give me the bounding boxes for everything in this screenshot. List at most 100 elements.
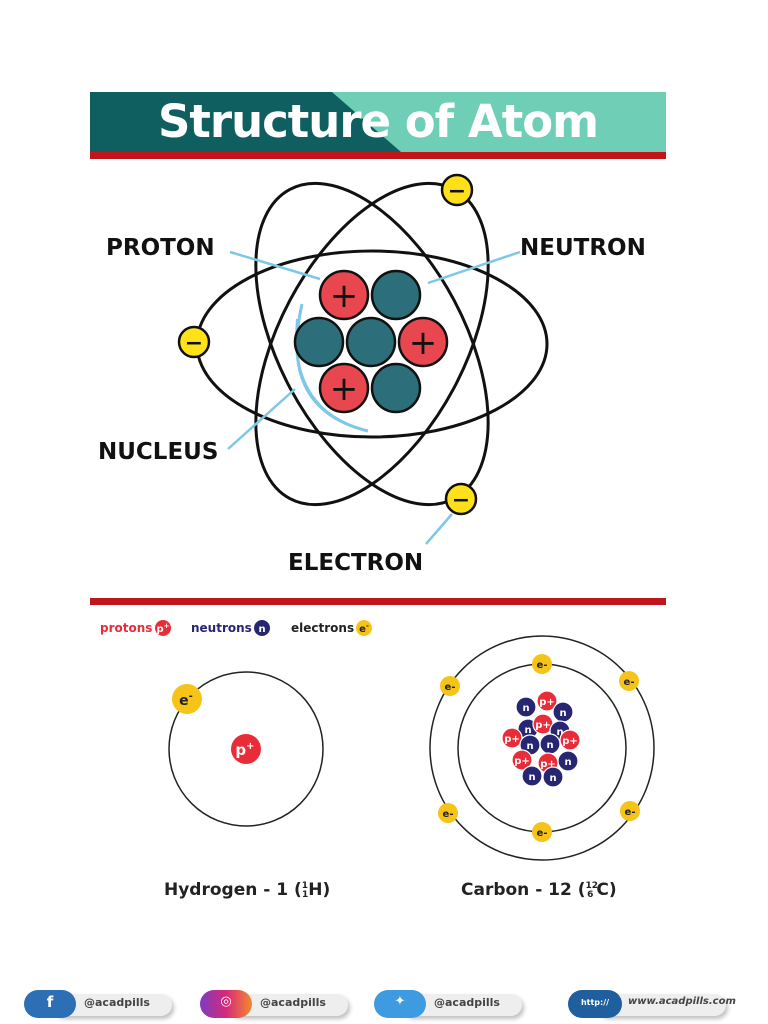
- facebook-link[interactable]: f @acadpills: [24, 990, 194, 1020]
- atom-structure-diagram: + + + − − − PROTON NEUTRON NUCLEUS ELECT…: [98, 173, 646, 576]
- carbon-proton: [511, 749, 533, 771]
- carbon-proton-symbol: p+: [539, 697, 555, 708]
- carbon-neutron-symbol: n: [549, 773, 556, 784]
- legend-electron-dot: [356, 620, 372, 636]
- hydrogen-orbit: [168, 671, 324, 827]
- carbon-electron: [532, 822, 552, 842]
- legend-proton-dot: [155, 620, 171, 636]
- nucleus-arc: [295, 303, 369, 433]
- neutron-particle: [293, 316, 345, 368]
- divider-bottom: [90, 598, 666, 605]
- carbon-electron-symbol: e-: [624, 677, 635, 688]
- legend-proton-symbol: p+: [156, 622, 169, 635]
- carbon-neutron: [515, 696, 537, 718]
- neutron-particle: [370, 269, 422, 321]
- website-badge: http://: [568, 990, 622, 1018]
- electron-minus: −: [452, 488, 470, 513]
- carbon-neutron-symbol: n: [546, 740, 553, 751]
- legend-neutrons-label: neutrons: [191, 621, 252, 635]
- proton-plus: +: [409, 323, 438, 363]
- facebook-icon: f: [24, 990, 76, 1018]
- carbon-neutron-symbol: n: [528, 772, 535, 783]
- instagram-pill: [228, 994, 348, 1016]
- carbon-proton: [501, 727, 523, 749]
- hydrogen-electron-symbol: e-: [179, 691, 193, 709]
- carbon-proton-symbol: p+: [535, 720, 551, 731]
- electron-particle: [177, 325, 211, 359]
- legend-neutron-symbol: n: [258, 624, 265, 635]
- proton-label: PROTON: [106, 235, 215, 261]
- carbon-neutron-symbol: n: [526, 741, 533, 752]
- infographic-card: Structure of Atom: [90, 92, 666, 932]
- carbon-proton: [559, 729, 581, 751]
- hydrogen-proton-symbol: p+: [235, 741, 254, 759]
- electron-leader: [425, 513, 453, 545]
- carbon-proton-symbol: p+: [562, 736, 578, 747]
- carbon-proton-symbol: p+: [514, 756, 530, 767]
- website-pill: [596, 994, 726, 1016]
- twitter-link[interactable]: ✦ @acadpills: [374, 990, 544, 1020]
- electron-particle: [444, 482, 478, 516]
- carbon-neutron-symbol: n: [522, 703, 529, 714]
- instagram-link[interactable]: ◎ @acadpills: [200, 990, 370, 1020]
- website-link[interactable]: http:// www.acadpills.com: [568, 990, 738, 1020]
- title-banner: Structure of Atom: [90, 92, 666, 152]
- proton-plus: +: [330, 276, 359, 316]
- carbon-neutron-symbol: n: [559, 708, 566, 719]
- carbon-electron: [532, 654, 552, 674]
- instagram-handle: @acadpills: [260, 996, 326, 1009]
- legend-neutron-dot: [254, 620, 270, 636]
- carbon-neutron: [521, 765, 543, 787]
- carbon-neutron-symbol: n: [556, 727, 563, 738]
- divider-top: [90, 152, 666, 159]
- facebook-pill: [52, 994, 172, 1016]
- electron-minus: −: [185, 331, 203, 356]
- atom-examples-diagram: protons p+ neutrons n electrons e- p+ e-…: [100, 620, 655, 900]
- website-url: www.acadpills.com: [628, 996, 736, 1007]
- carbon-electron-symbol: e-: [537, 828, 548, 839]
- carbon-electron: [619, 671, 639, 691]
- neutron-particle: [345, 316, 397, 368]
- carbon-proton-symbol: p+: [540, 759, 556, 770]
- carbon-electron-symbol: e-: [445, 682, 456, 693]
- social-footer: f @acadpills ◎ @acadpills ✦ @acadpills h…: [0, 988, 768, 1024]
- hydrogen-proton: [231, 734, 261, 764]
- legend-electron-symbol: e-: [359, 622, 369, 635]
- electron-particle: [440, 173, 474, 207]
- twitter-pill: [402, 994, 522, 1016]
- carbon-electron: [620, 801, 640, 821]
- carbon-neutron: [557, 750, 579, 772]
- carbon-electron-symbol: e-: [443, 809, 454, 820]
- proton-particle: [318, 269, 370, 321]
- electron-label: ELECTRON: [288, 550, 423, 576]
- nucleus-label: NUCLEUS: [98, 439, 218, 465]
- carbon-neutron-symbol: n: [524, 725, 531, 736]
- instagram-icon: ◎: [200, 990, 252, 1018]
- carbon-electron: [438, 803, 458, 823]
- twitter-handle: @acadpills: [434, 996, 500, 1009]
- legend-protons-label: protons: [100, 621, 152, 635]
- facebook-handle: @acadpills: [84, 996, 150, 1009]
- carbon-electron: [440, 676, 460, 696]
- legend-electrons-label: electrons: [291, 621, 354, 635]
- neutron-leader: [427, 250, 521, 285]
- carbon-neutron: [542, 766, 564, 788]
- proton-particle: [397, 316, 449, 368]
- electron-minus: −: [448, 179, 466, 204]
- twitter-icon: ✦: [374, 990, 426, 1018]
- carbon-neutron-symbol: n: [564, 757, 571, 768]
- carbon-proton: [536, 690, 558, 712]
- neutron-particle: [370, 362, 422, 414]
- carbon-electrons: e-e-e-e-e-e-: [438, 654, 640, 842]
- neutron-label: NEUTRON: [520, 235, 646, 261]
- proton-plus: +: [330, 369, 359, 409]
- proton-leader: [229, 250, 321, 281]
- carbon-electron-symbol: e-: [625, 807, 636, 818]
- carbon-outer-orbit: [429, 635, 655, 861]
- nucleus-leader: [227, 388, 296, 450]
- hydrogen-electron: [172, 684, 202, 714]
- carbon-proton-symbol: p+: [504, 734, 520, 745]
